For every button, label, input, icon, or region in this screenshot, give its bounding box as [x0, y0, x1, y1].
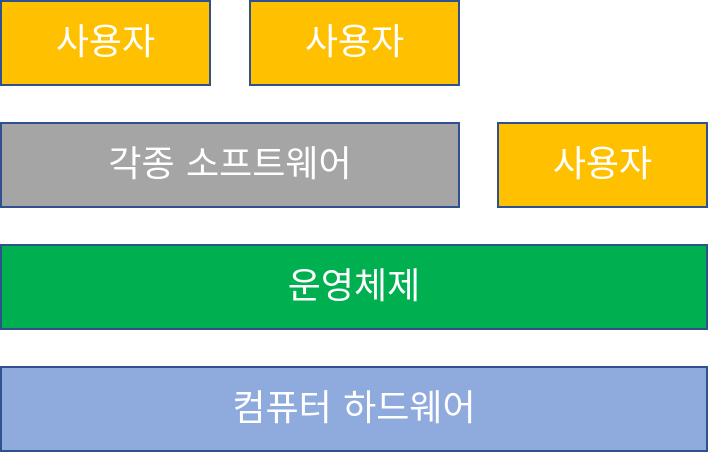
user-box: 사용자 [249, 0, 460, 86]
user-box: 사용자 [0, 0, 211, 86]
user-label: 사용자 [552, 144, 653, 185]
hardware-layer-label: 컴퓨터 하드웨어 [232, 388, 476, 429]
software-layer-label: 각종 소프트웨어 [108, 144, 352, 185]
hardware-layer-box: 컴퓨터 하드웨어 [0, 366, 708, 452]
software-layer-box: 각종 소프트웨어 [0, 122, 460, 208]
operating-system-layer-box: 운영체제 [0, 244, 708, 330]
user-box: 사용자 [497, 122, 708, 208]
operating-system-label: 운영체제 [287, 266, 421, 307]
user-label: 사용자 [304, 22, 405, 63]
user-label: 사용자 [55, 22, 156, 63]
